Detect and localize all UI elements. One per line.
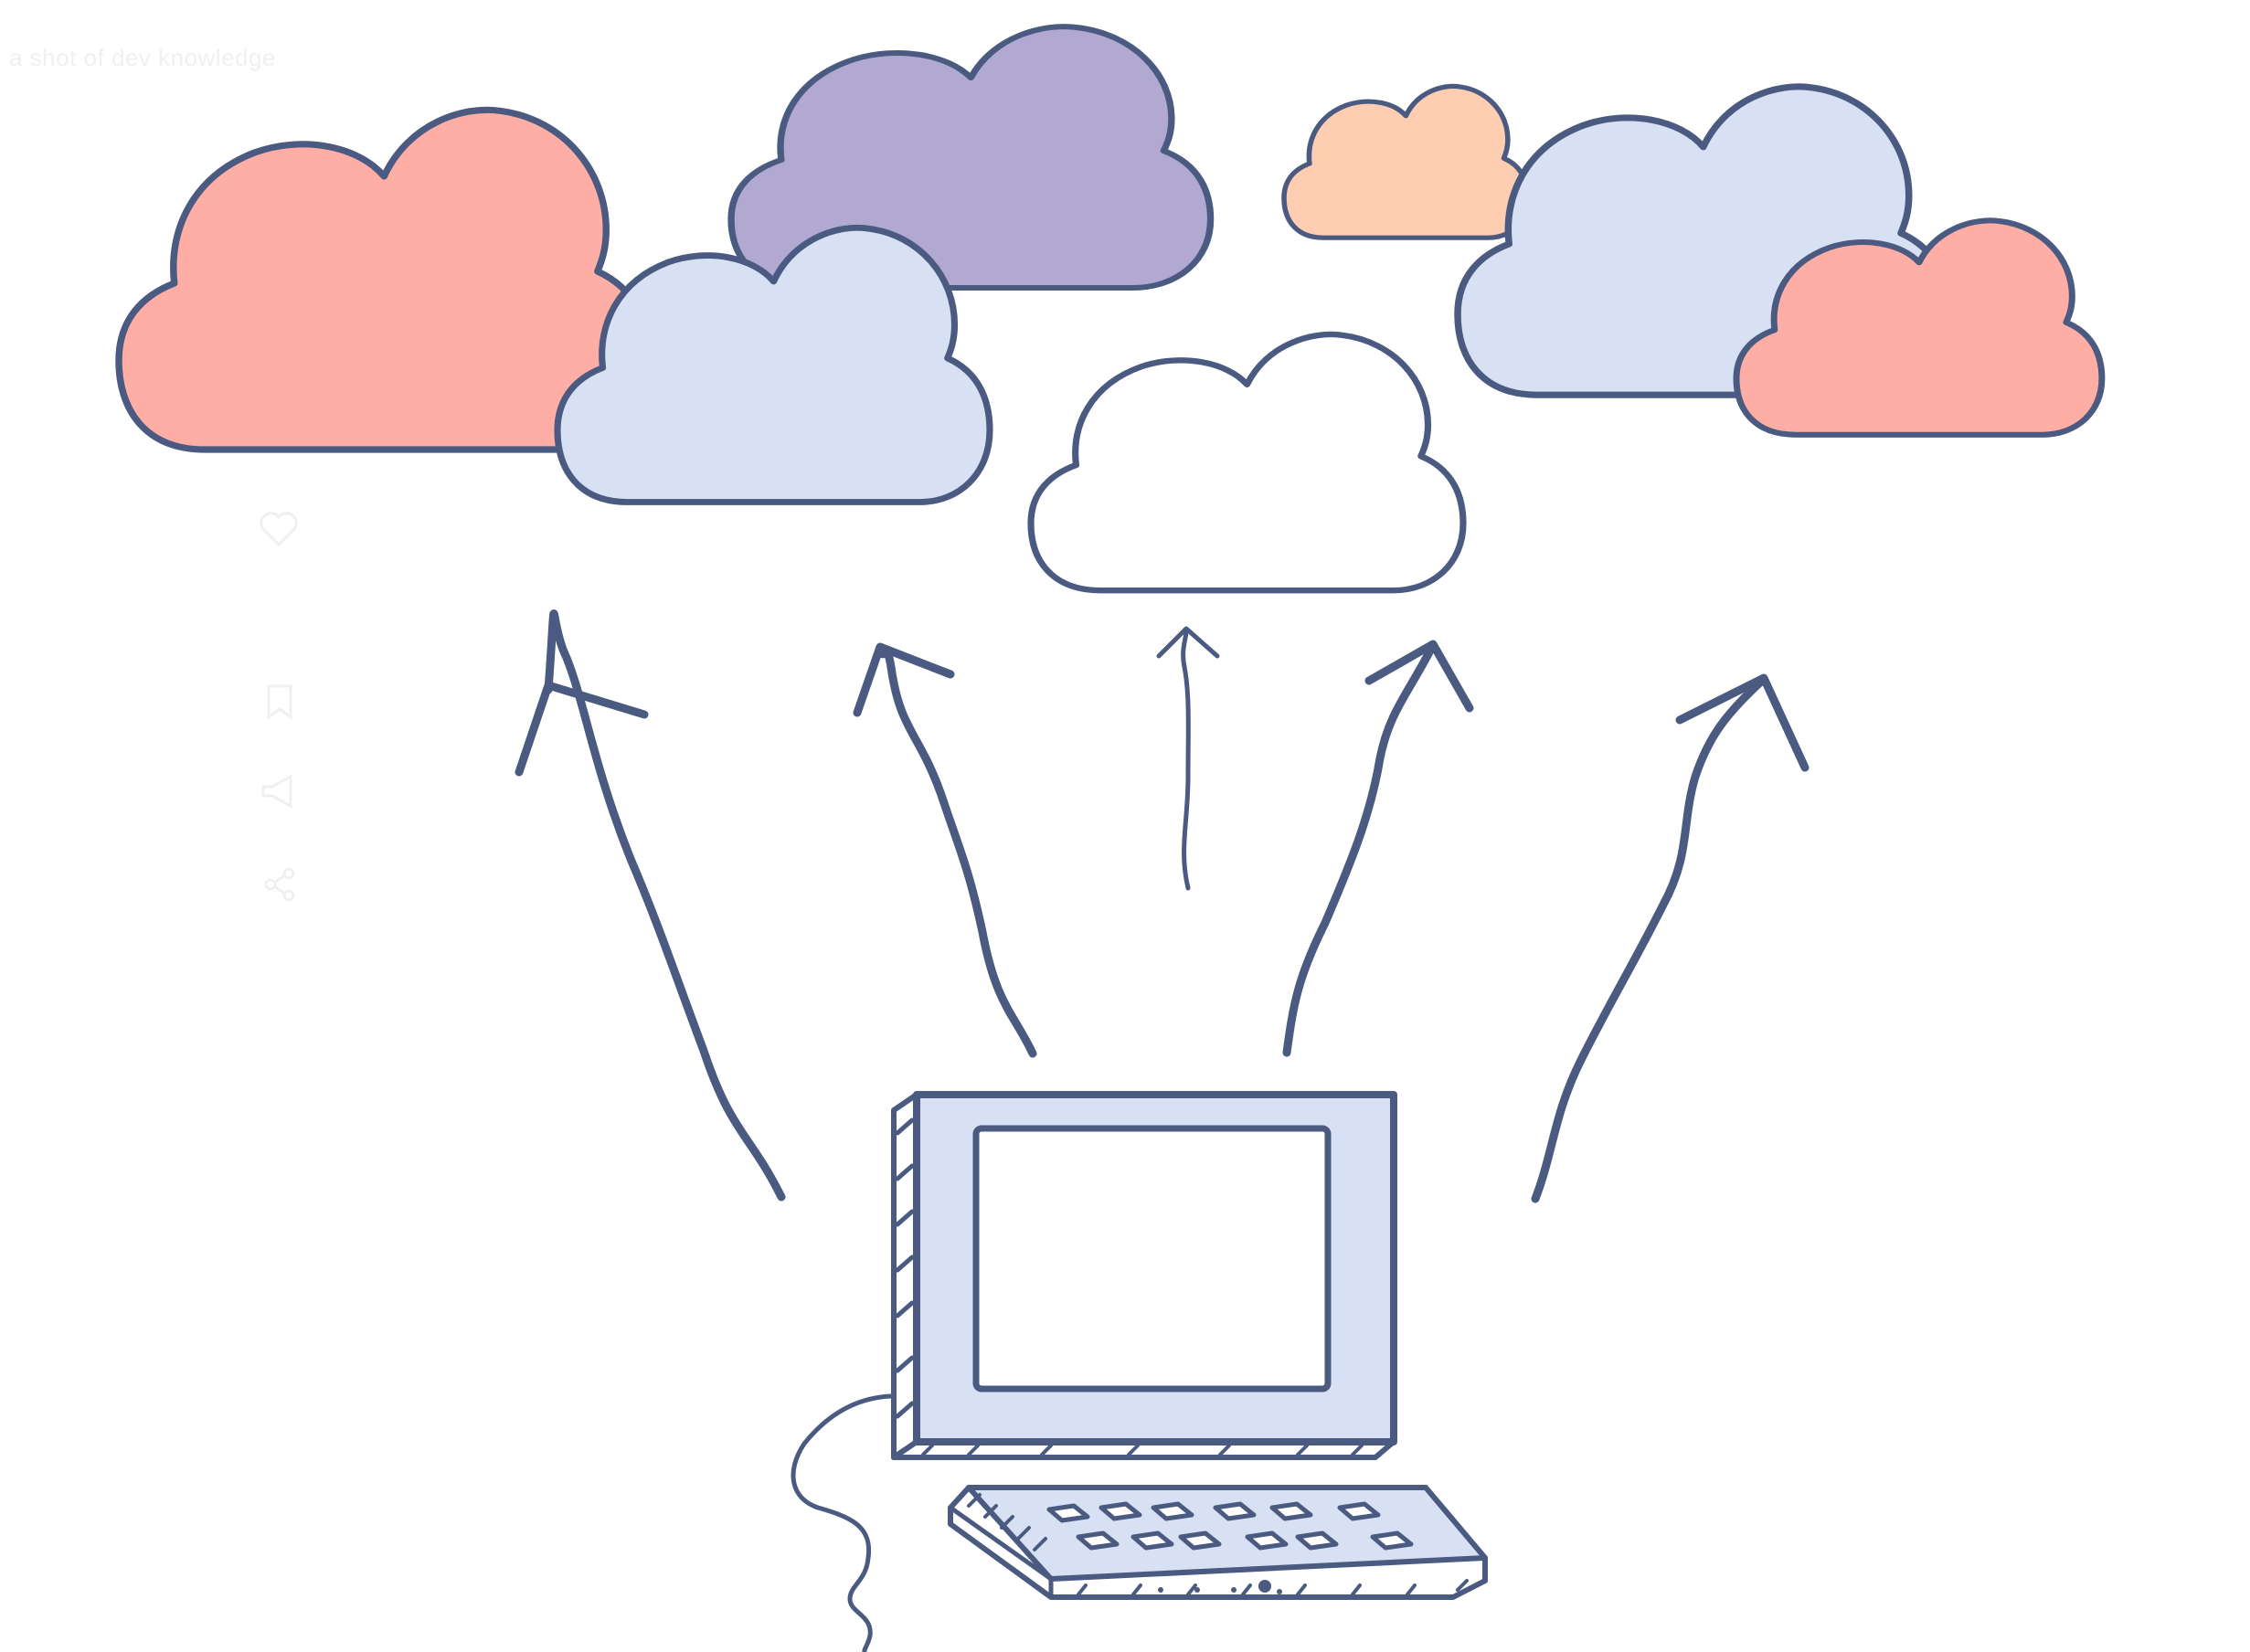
share-icon[interactable]	[261, 866, 298, 903]
bookmark-icon[interactable]	[265, 683, 294, 720]
cloud-white-center	[1031, 334, 1463, 590]
mouse-cable	[791, 1393, 894, 1652]
arrow-center	[1156, 626, 1220, 891]
cloud-peach-small	[1284, 86, 1528, 238]
heart-icon[interactable]	[258, 512, 300, 548]
arrow-right	[1282, 640, 1474, 1057]
arrow-left	[853, 642, 1037, 1058]
arrow-far-left	[515, 609, 786, 1202]
arrow-far-right	[1531, 673, 1810, 1203]
site-tagline: a shot of dev knowledge	[9, 44, 276, 71]
keyboard	[948, 1485, 1488, 1600]
megaphone-icon[interactable]	[260, 773, 300, 810]
computer-monitor	[891, 1091, 1397, 1460]
